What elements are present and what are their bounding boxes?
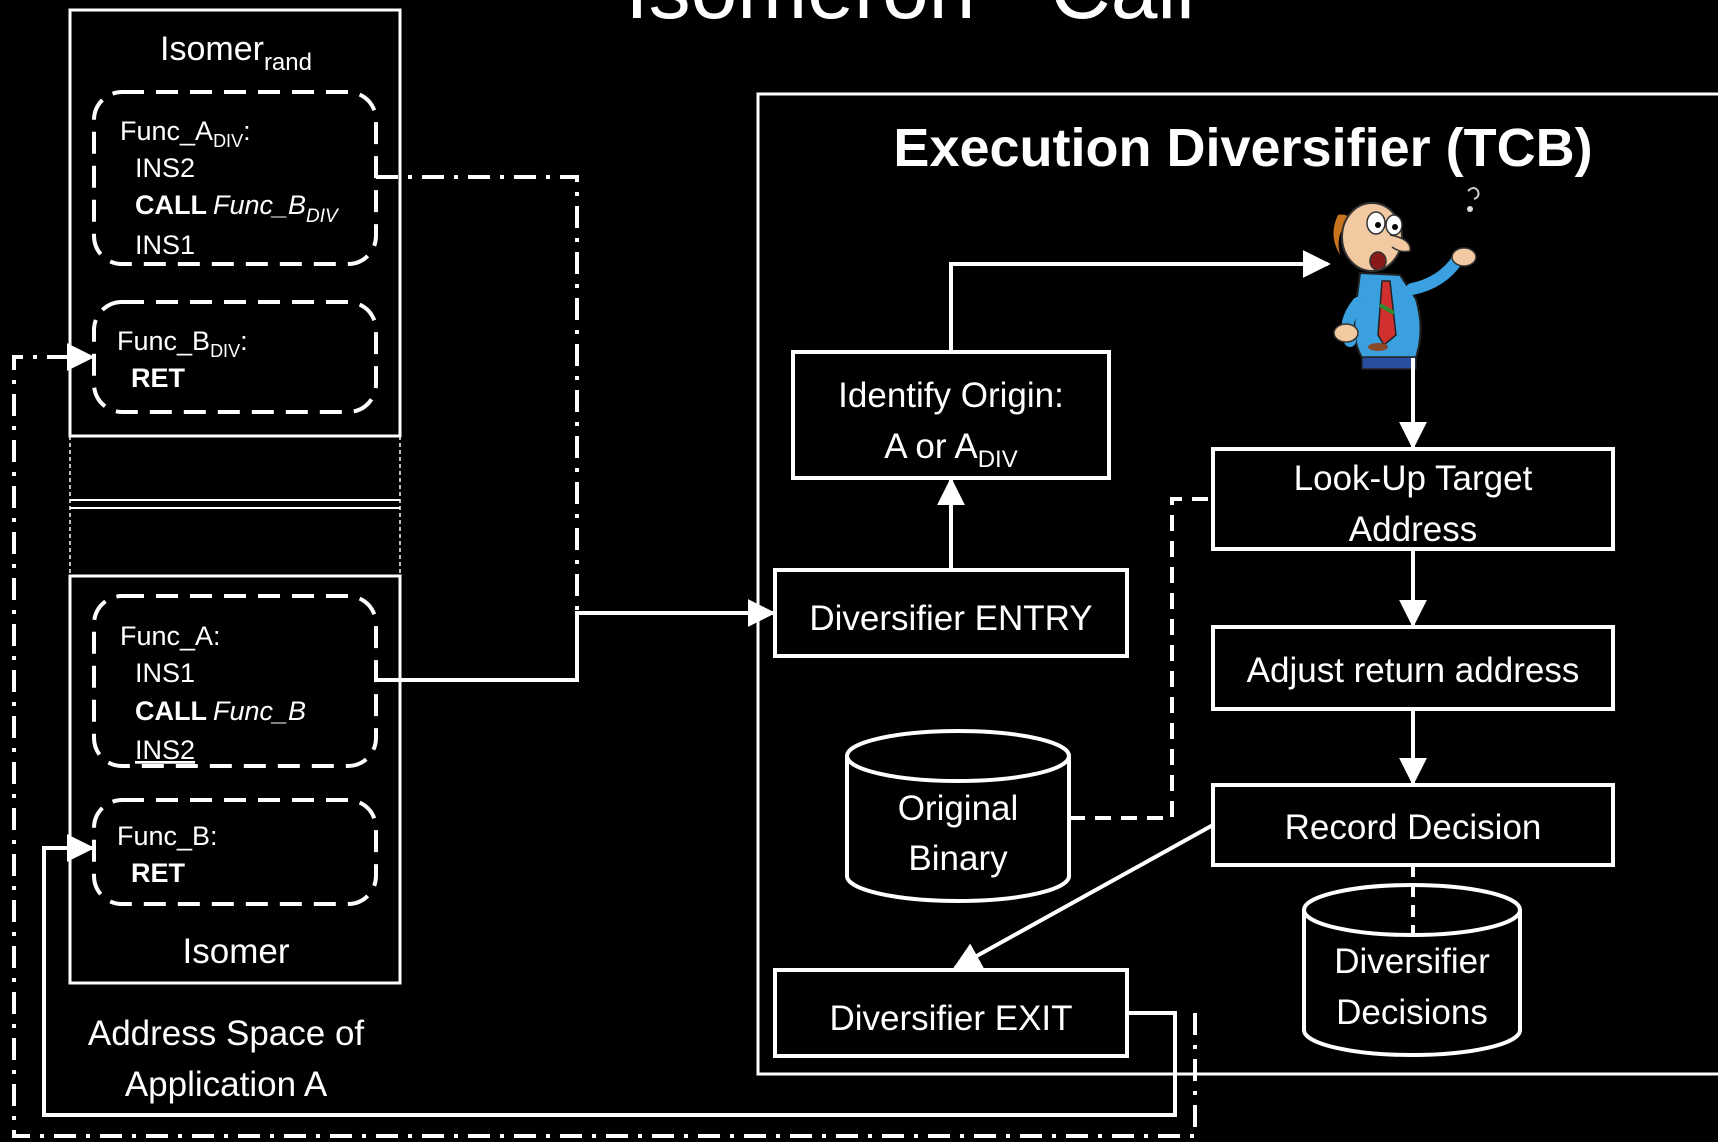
lookup-target-line2: Address: [1349, 510, 1477, 549]
isomer-rand-box: [68, 8, 402, 438]
decisions-line1: Diversifier: [1334, 942, 1490, 981]
arrow-func-a-div-call-to-entry: [376, 175, 579, 613]
func-b-block: [92, 798, 378, 906]
arrow-origin-to-person: [949, 250, 1331, 352]
func-a-div-label: Func_ADIV:: [120, 116, 251, 151]
original-binary-cylinder-body: [845, 756, 1071, 903]
identify-origin-line2: A or ADIV: [884, 427, 1017, 473]
slide-title: Isomeron - Call: [625, 0, 1195, 36]
isomer-box: [68, 574, 402, 985]
func-b-label: Func_B:: [117, 821, 218, 851]
address-space-label-line1: Address Space of: [88, 1014, 365, 1053]
func-a-div-ins2: INS2: [135, 153, 195, 183]
original-binary-cylinder-top: [845, 729, 1071, 783]
tcb-title: Execution Diversifier (TCB): [893, 118, 1592, 178]
func-a-ins1: INS1: [135, 658, 195, 688]
isomer-label: Isomer: [183, 932, 290, 971]
arrow-record-to-exit: [952, 823, 1214, 970]
arrow-exit-to-func-b-div: [12, 343, 1197, 1138]
func-a-ins2: INS2: [135, 735, 195, 765]
decisions-line2: Decisions: [1336, 993, 1488, 1032]
lookup-target-line1: Look-Up Target: [1294, 459, 1533, 498]
decisions-cylinder-body: [1302, 910, 1522, 1057]
diversifier-exit-label: Diversifier EXIT: [829, 999, 1072, 1038]
isomer-rand-label: Isomerrand: [160, 30, 312, 76]
func-b-div-label: Func_BDIV:: [117, 326, 248, 361]
diversifier-entry-label: Diversifier ENTRY: [809, 599, 1092, 638]
func-a-div-ins1: INS1: [135, 230, 195, 260]
confused-man-icon: [1333, 187, 1480, 370]
tcb-box: [756, 92, 1718, 1076]
func-a-label: Func_A:: [120, 621, 221, 651]
address-space-label-line2: Application A: [125, 1065, 328, 1104]
arrow-func-a-call-to-entry: [376, 599, 776, 682]
arrow-exit-to-func-b: [42, 834, 1177, 1117]
original-binary-line1: Original: [898, 789, 1019, 828]
record-decision-label: Record Decision: [1285, 808, 1542, 847]
connector-binary-to-lookup: [1069, 497, 1213, 820]
adjust-return-label: Adjust return address: [1247, 651, 1580, 690]
identify-origin-line1: Identify Origin:: [838, 376, 1064, 415]
func-b-ret: RET: [131, 858, 186, 888]
func-b-div-ret: RET: [131, 363, 186, 393]
original-binary-line2: Binary: [908, 839, 1008, 878]
